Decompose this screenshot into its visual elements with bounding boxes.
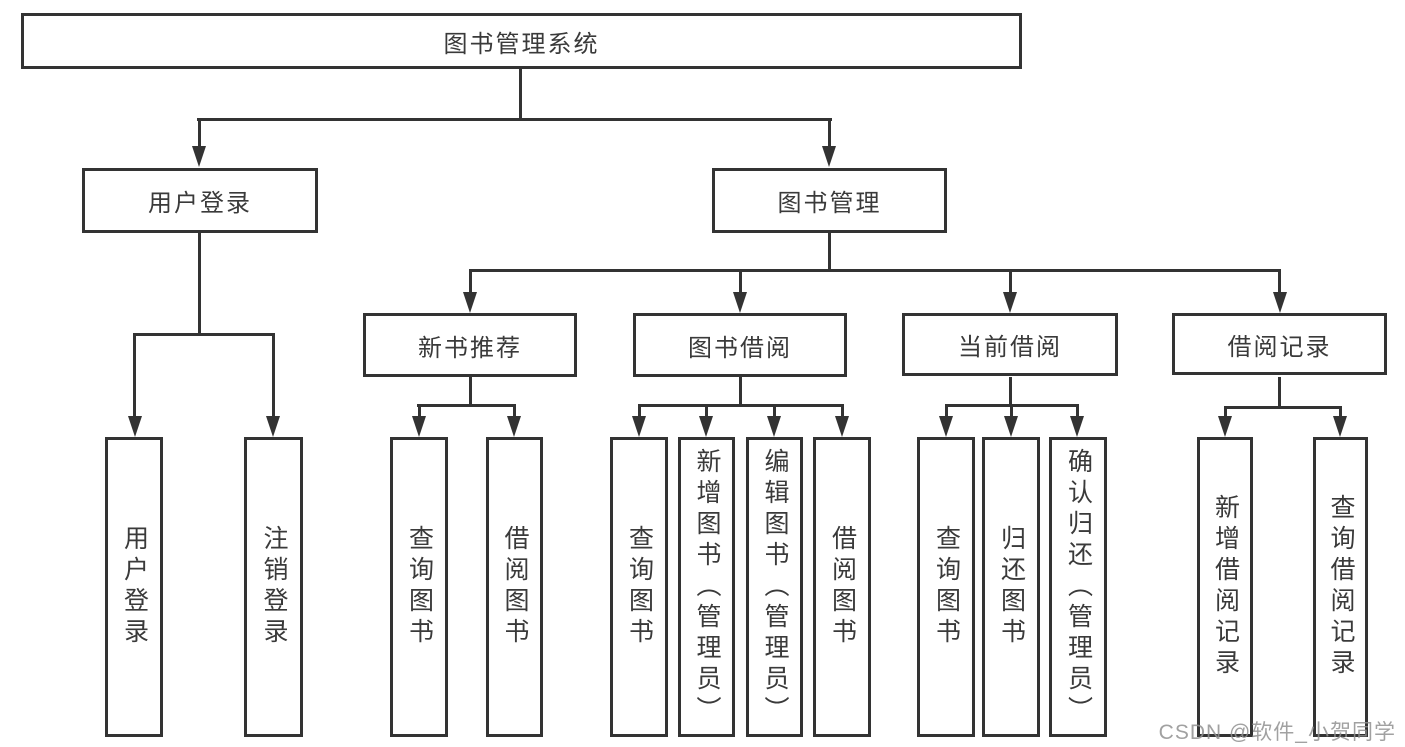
node-library-system-label: 图书管理系统	[443, 30, 600, 58]
leaf-bb-edit-books-admin: 编辑图书（管理员）	[746, 437, 803, 737]
connector-br-leaf2	[1339, 406, 1342, 418]
node-new-book-recommend: 新书推荐	[363, 313, 577, 377]
csdn-watermark: CSDN @软件_小贺同学	[1158, 721, 1396, 744]
arrowhead-br-leaf1	[1218, 416, 1232, 437]
connector-cb-leaf3	[1076, 404, 1079, 418]
connector-new-books-stem	[469, 377, 472, 407]
node-book-borrowing-label: 图书借阅	[688, 334, 792, 362]
leaf-nb-borrow-books: 借阅图书	[486, 437, 543, 737]
leaf-cb-confirm-return-admin: 确认归还（管理员）	[1049, 437, 1107, 737]
arrowhead-leaf-logout	[266, 416, 280, 437]
arrowhead-leaf-login	[128, 416, 142, 437]
arrowhead-book-management	[822, 146, 836, 167]
leaf-br-query-record-label: 查询借阅记录	[1327, 494, 1355, 680]
connector-borrow-records-rail	[1224, 406, 1342, 409]
arrowhead-cb-leaf3	[1070, 416, 1084, 437]
arrowhead-new-books	[463, 292, 477, 313]
connector-nb-leaf2	[513, 404, 516, 418]
connector-br-leaf1	[1224, 406, 1227, 418]
node-book-borrowing: 图书借阅	[633, 313, 847, 377]
connector-current-borrowing-stem	[1009, 377, 1012, 407]
leaf-bb-add-books-admin-label: 新增图书（管理员）	[693, 447, 721, 727]
connector-cb-leaf1	[945, 404, 948, 418]
leaf-br-add-record-label: 新增借阅记录	[1211, 494, 1240, 680]
leaf-nb-borrow-books-label: 借阅图书	[501, 525, 529, 649]
leaf-bb-add-books-admin: 新增图书（管理员）	[678, 437, 735, 737]
connector-bb-leaf4	[841, 404, 844, 418]
arrowhead-borrow-records	[1273, 292, 1287, 313]
leaf-logout: 注销登录	[244, 437, 303, 737]
connector-cb-leaf2	[1010, 404, 1013, 418]
node-user-login-label: 用户登录	[148, 190, 252, 217]
connector-bb-leaf1	[638, 404, 641, 418]
leaf-nb-query-books-label: 查询图书	[405, 525, 434, 649]
arrowhead-cb-leaf2	[1004, 416, 1018, 437]
leaf-bb-edit-books-admin-label: 编辑图书（管理员）	[761, 447, 789, 727]
arrowhead-current-borrowing	[1003, 292, 1017, 313]
connector-bb-leaf2	[705, 404, 708, 418]
arrowhead-nb-leaf1	[412, 416, 426, 437]
arrowhead-br-leaf2	[1333, 416, 1347, 437]
connector-book-borrowing-rail	[638, 404, 844, 407]
connector-book-borrowing-stem	[739, 377, 742, 407]
arrowhead-book-borrowing	[733, 292, 747, 313]
node-user-login: 用户登录	[82, 168, 318, 233]
connector-borrow-records-stem	[1278, 377, 1281, 409]
leaf-cb-return-books: 归还图书	[982, 437, 1040, 737]
node-borrow-records-label: 借阅记录	[1227, 333, 1332, 361]
leaf-cb-confirm-return-admin-label: 确认归还（管理员）	[1064, 447, 1093, 727]
node-book-management-label: 图书管理	[777, 190, 882, 217]
leaf-cb-query-books: 查询图书	[917, 437, 975, 737]
arrowhead-bb-leaf3	[767, 416, 781, 437]
connector-user-login-stem	[198, 233, 201, 336]
node-current-borrowing: 当前借阅	[902, 313, 1118, 376]
leaf-nb-query-books: 查询图书	[390, 437, 448, 737]
connector-to-leaf-login	[133, 333, 136, 419]
leaf-cb-return-books-label: 归还图书	[997, 525, 1026, 649]
connector-nb-leaf1	[418, 404, 421, 418]
connector-to-book-borrowing	[739, 269, 742, 293]
arrowhead-bb-leaf1	[632, 416, 646, 437]
leaf-bb-query-books: 查询图书	[610, 437, 668, 737]
connector-to-book-management	[828, 118, 831, 150]
node-current-borrowing-label: 当前借阅	[958, 334, 1062, 361]
connector-new-books-rail	[417, 404, 516, 407]
connector-root-rail	[197, 118, 832, 121]
node-book-management: 图书管理	[712, 168, 947, 233]
leaf-cb-query-books-label: 查询图书	[932, 525, 961, 649]
connector-to-current-borrowing	[1009, 269, 1012, 293]
leaf-user-login: 用户登录	[105, 437, 163, 737]
arrowhead-bb-leaf4	[835, 416, 849, 437]
connector-to-new-books	[469, 269, 472, 293]
connector-user-login-rail	[133, 333, 275, 336]
leaf-user-login-label: 用户登录	[120, 525, 149, 649]
leaf-logout-label: 注销登录	[260, 525, 288, 649]
leaf-br-query-record: 查询借阅记录	[1313, 437, 1368, 737]
connector-to-borrow-records	[1278, 269, 1281, 293]
connector-to-leaf-logout	[272, 333, 275, 419]
leaf-bb-borrow-books: 借阅图书	[813, 437, 871, 737]
arrowhead-bb-leaf2	[699, 416, 713, 437]
connector-root-stem	[519, 69, 522, 120]
node-library-system: 图书管理系统	[21, 13, 1022, 69]
arrowhead-cb-leaf1	[939, 416, 953, 437]
connector-bb-leaf3	[773, 404, 776, 418]
connector-to-user-login	[198, 118, 201, 150]
leaf-bb-query-books-label: 查询图书	[625, 525, 654, 649]
connector-book-mgmt-rail	[469, 269, 1281, 272]
connector-book-mgmt-stem	[828, 233, 831, 272]
arrowhead-user-login	[192, 146, 206, 167]
node-new-book-recommend-label: 新书推荐	[418, 334, 522, 362]
leaf-br-add-record: 新增借阅记录	[1197, 437, 1253, 737]
node-borrow-records: 借阅记录	[1172, 313, 1387, 375]
arrowhead-nb-leaf2	[507, 416, 521, 437]
leaf-bb-borrow-books-label: 借阅图书	[828, 525, 857, 649]
